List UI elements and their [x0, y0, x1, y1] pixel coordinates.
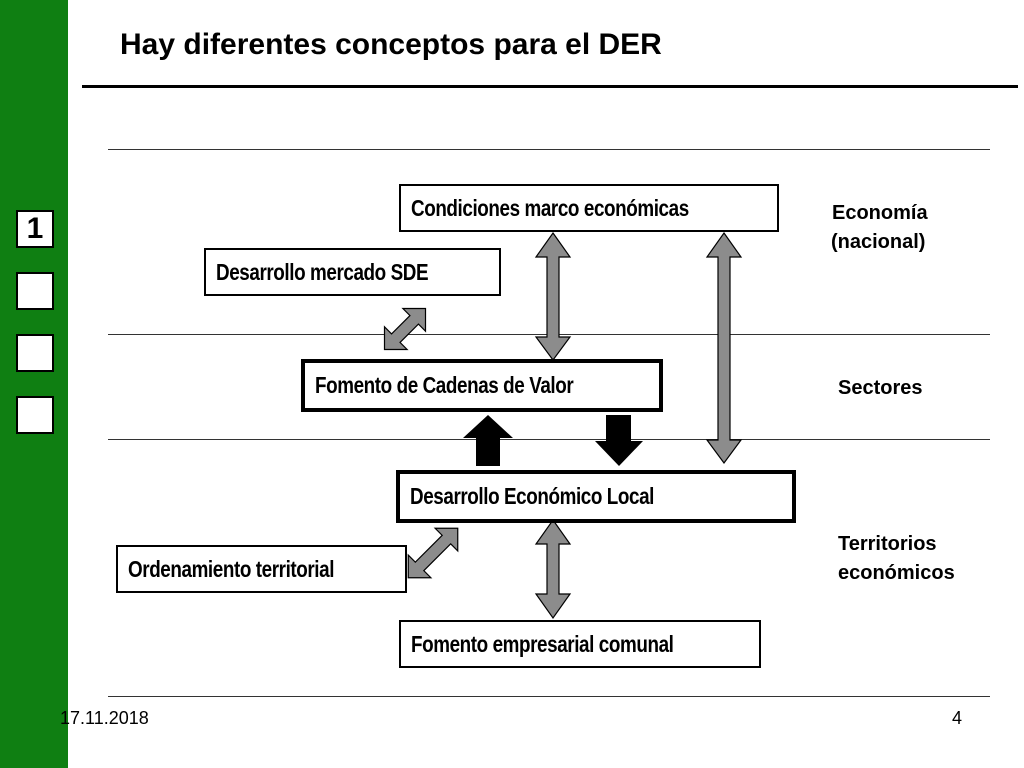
- box-desarrollo-local-label: Desarrollo Económico Local: [410, 483, 655, 509]
- box-fomento-empresarial-label: Fomento empresarial comunal: [411, 631, 674, 657]
- up-arrow-local-to-cadenas: [463, 415, 513, 466]
- footer-page-number: 4: [952, 708, 963, 728]
- box-condiciones-marco: Condiciones marco económicas: [399, 184, 779, 232]
- level-territorios-line2: económicos: [838, 562, 955, 584]
- divider-bottom: [108, 696, 990, 697]
- box-ordenamiento-territorial: Ordenamiento territorial: [116, 545, 407, 593]
- nav-box-1[interactable]: 1: [16, 210, 54, 248]
- sidebar: [0, 0, 68, 768]
- double-arrow-ordenamiento-local: [407, 527, 459, 579]
- box-condiciones-marco-label: Condiciones marco económicas: [411, 195, 689, 221]
- nav-box-2[interactable]: [16, 272, 54, 310]
- level-sectores-label: Sectores: [838, 377, 923, 399]
- double-arrow-condiciones-local: [705, 231, 743, 465]
- box-desarrollo-local: Desarrollo Económico Local: [396, 470, 796, 523]
- nav-box-3[interactable]: [16, 334, 54, 372]
- box-desarrollo-mercado: Desarrollo mercado SDE: [204, 248, 501, 296]
- divider-top: [108, 149, 990, 150]
- box-desarrollo-mercado-label: Desarrollo mercado SDE: [216, 259, 429, 285]
- box-fomento-cadenas-label: Fomento de Cadenas de Valor: [315, 372, 574, 398]
- divider-sectores-territorios: [108, 439, 990, 440]
- title-underline: [82, 85, 1018, 88]
- box-fomento-cadenas: Fomento de Cadenas de Valor: [301, 359, 663, 412]
- double-arrow-condiciones-cadenas: [534, 231, 572, 362]
- level-economia-line1: Economía: [832, 202, 928, 224]
- box-fomento-empresarial: Fomento empresarial comunal: [399, 620, 761, 668]
- level-sectores: Sectores: [838, 374, 923, 403]
- level-economia: Economía (nacional): [831, 199, 928, 257]
- footer-date: 17.11.2018: [60, 708, 149, 728]
- down-arrow-cadenas-to-local: [595, 415, 643, 466]
- double-arrow-mercado-cadenas: [383, 307, 427, 351]
- nav-box-4[interactable]: [16, 396, 54, 434]
- box-ordenamiento-territorial-label: Ordenamiento territorial: [128, 556, 335, 582]
- level-economia-line2: (nacional): [831, 231, 926, 253]
- slide-title: Hay diferentes conceptos para el DER: [120, 28, 662, 61]
- level-territorios-line1: Territorios: [838, 533, 937, 555]
- double-arrow-local-empresarial: [534, 518, 572, 620]
- level-territorios: Territorios económicos: [838, 530, 955, 588]
